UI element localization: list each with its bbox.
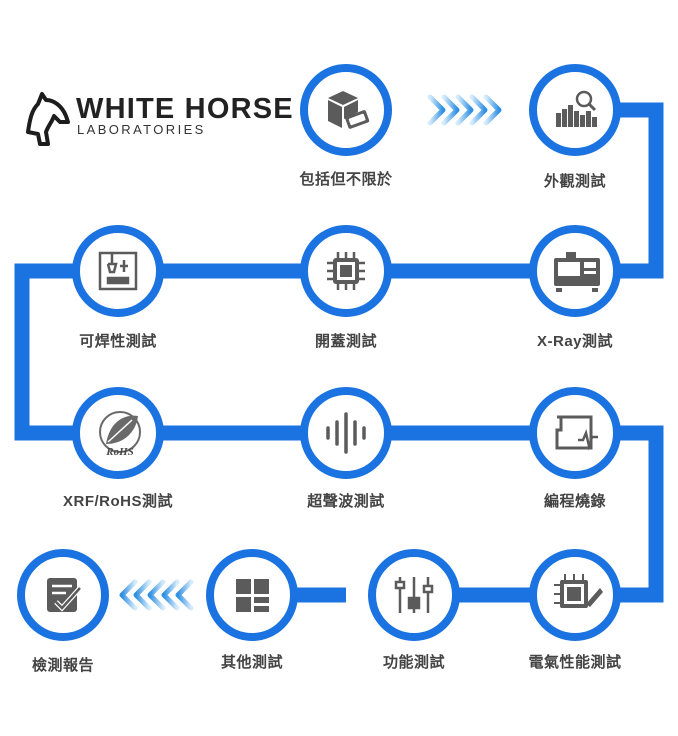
- package-icon: [328, 91, 370, 129]
- step-label-2: 外觀測試: [543, 173, 606, 190]
- visual-inspection-icon: [556, 90, 597, 127]
- step-node-8: [529, 387, 621, 479]
- brand-name: WHITE HORSE: [76, 93, 294, 125]
- chevron-arrows-left: [119, 579, 194, 611]
- function-test-icon: [394, 577, 434, 613]
- step-node-12: [17, 549, 109, 641]
- step-label-3: X-Ray測試: [536, 333, 614, 350]
- report-icon: [47, 578, 82, 612]
- step-label-10: 功能測試: [382, 654, 445, 671]
- step-label-8: 編程燒錄: [543, 493, 606, 510]
- programming-icon: [555, 415, 598, 451]
- rohs-leaf-icon: [99, 411, 141, 453]
- solder-station-icon: [98, 251, 138, 291]
- ultrasonic-wave-icon: [326, 412, 366, 454]
- chevron-arrows-right: [427, 94, 502, 126]
- step-label-7: 超聲波測試: [307, 493, 385, 510]
- step-node-2: [529, 64, 621, 156]
- horse-logo-icon: [26, 92, 70, 146]
- rohs-badge: RoHS: [105, 446, 134, 458]
- step-label-9: 電氣性能測試: [528, 654, 622, 671]
- step-node-1: [300, 64, 392, 156]
- step-node-4: [300, 225, 392, 317]
- step-node-11: [206, 549, 298, 641]
- brand-subtitle: LABORATORIES: [77, 122, 206, 137]
- step-node-6: [72, 387, 164, 479]
- step-node-10: [368, 549, 460, 641]
- step-label-11: 其他測試: [220, 654, 283, 671]
- chip-icon: [327, 252, 365, 290]
- step-node-7: [300, 387, 392, 479]
- electrical-chip-icon: [554, 574, 603, 608]
- step-label-1: 包括但不限於: [299, 171, 393, 188]
- step-node-9: [529, 549, 621, 641]
- step-label-4: 開蓋測試: [314, 333, 377, 350]
- step-label-12: 檢測報告: [31, 657, 94, 674]
- step-label-6: XRF/RoHS測試: [62, 493, 173, 510]
- step-node-5: [72, 225, 164, 317]
- grid-icon: [236, 579, 269, 612]
- step-label-5: 可焊性測試: [79, 333, 157, 350]
- xray-machine-icon: [554, 252, 600, 292]
- step-node-3: [529, 225, 621, 317]
